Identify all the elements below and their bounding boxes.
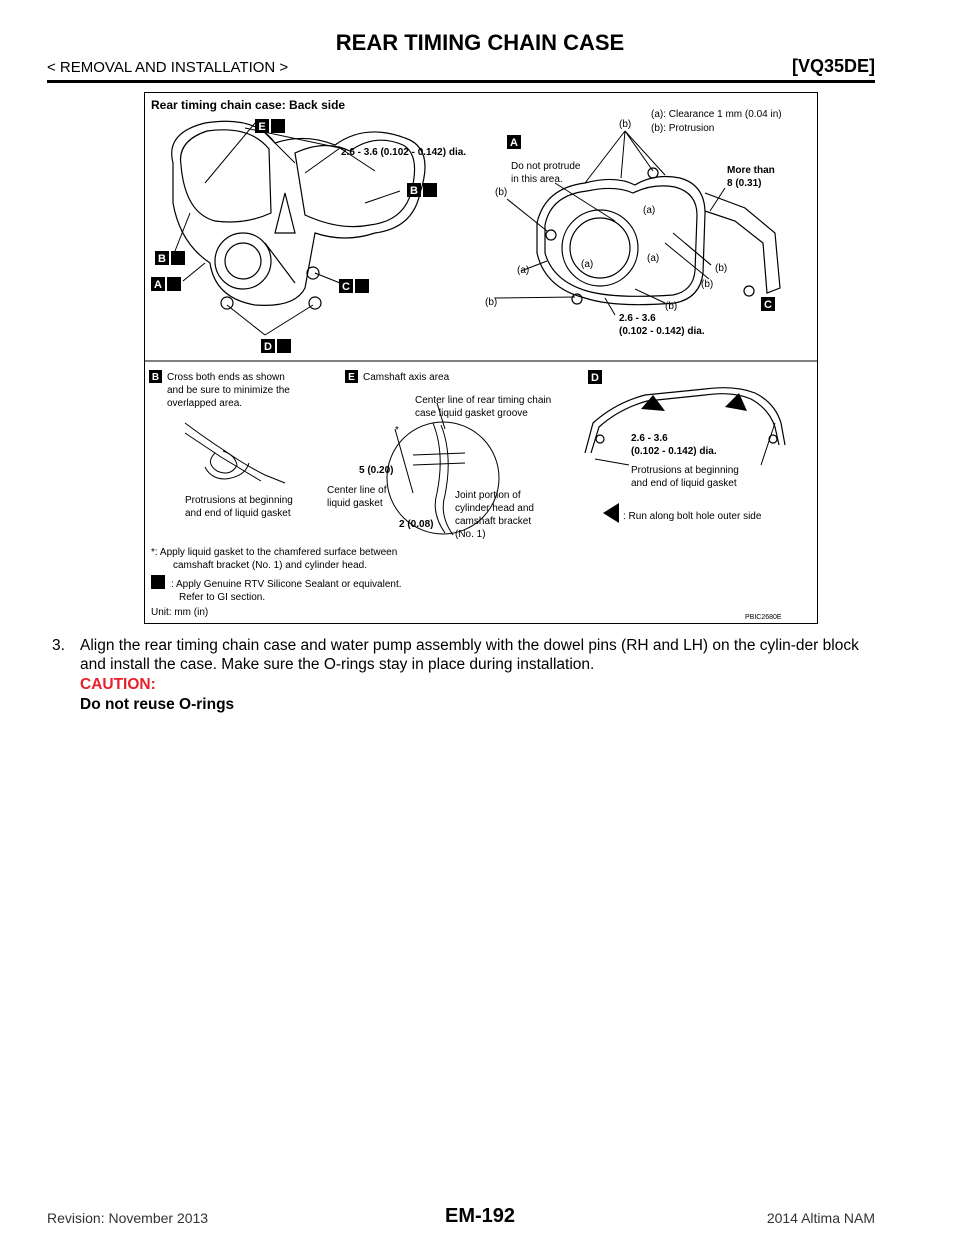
note-b-1: Cross both ends as shown (167, 372, 285, 383)
caution-text: Do not reuse O-rings (80, 696, 235, 713)
callout-d-left: D (261, 339, 291, 353)
svg-text:E: E (348, 372, 355, 383)
sealant-icon (271, 119, 285, 133)
center-gasket-1: Center line of (327, 485, 387, 496)
label-a-3: (a) (581, 259, 593, 270)
sealant-icon (277, 339, 291, 353)
arrow-icon (725, 393, 747, 411)
protrusions-left-2: and end of liquid gasket (185, 508, 291, 519)
step-text: Align the rear timing chain case and wat… (80, 637, 859, 673)
joint-3: camshaft bracket (455, 516, 531, 527)
label-b-right-2: (b) (701, 279, 713, 290)
svg-text:D: D (264, 341, 272, 353)
sealant-icon (151, 575, 165, 589)
dia-c-1: 2.6 - 3.6 (619, 313, 656, 324)
svg-text:C: C (764, 299, 772, 311)
dia-d-1: 2.6 - 3.6 (631, 433, 668, 444)
sealant-icon (171, 251, 185, 265)
dim-5: 5 (0.20) (359, 465, 393, 476)
dia-main-label: 2.6 - 3.6 (0.102 - 0.142) dia. (341, 147, 466, 158)
run-along-note: : Run along bolt hole outer side (623, 511, 762, 522)
engine-code: [VQ35DE] (791, 56, 875, 76)
joint-4: (No. 1) (455, 529, 486, 540)
leader-lines-detail (494, 130, 726, 316)
label-b-left: (b) (495, 187, 507, 198)
legend-b: (b): Protrusion (651, 123, 714, 134)
callout-a-detail: A (507, 135, 521, 149)
protrusions-d-2: and end of liquid gasket (631, 478, 737, 489)
protrusions-left-1: Protrusions at beginning (185, 495, 293, 506)
label-b-right-1: (b) (715, 263, 727, 274)
sealant-icon (167, 277, 181, 291)
header-rule (47, 80, 875, 83)
apply-rtv-1: : Apply Genuine RTV Silicone Sealant or … (171, 579, 402, 590)
joint-1: Joint portion of (455, 490, 521, 501)
svg-text:B: B (158, 253, 166, 265)
caution-label: CAUTION: (80, 676, 156, 693)
callout-d-note: D (588, 370, 602, 384)
note-e: Camshaft axis area (363, 372, 450, 383)
arrow-icon (603, 503, 619, 523)
legend-a: (a): Clearance 1 mm (0.04 in) (651, 109, 782, 120)
svg-text:D: D (591, 372, 599, 384)
dia-c-2: (0.102 - 0.142) dia. (619, 326, 705, 337)
callout-a-left: A (151, 277, 181, 291)
dia-d-2: (0.102 - 0.142) dia. (631, 446, 717, 457)
step-3: 3. Align the rear timing chain case and … (52, 636, 880, 674)
figure-code: PBIC2680E (745, 614, 782, 621)
step-number: 3. (52, 637, 65, 654)
unit-label: Unit: mm (in) (151, 607, 208, 618)
apply-star-2: camshaft bracket (No. 1) and cylinder he… (173, 560, 367, 571)
vehicle-model: 2014 Altima NAM (766, 1210, 875, 1226)
center-gasket-2: liquid gasket (327, 498, 383, 509)
do-not-protrude-1: Do not protrude (511, 161, 581, 172)
callout-e-top: E (255, 119, 285, 133)
joint-2: cylinder head and (455, 503, 534, 514)
protrusions-d-1: Protrusions at beginning (631, 465, 739, 476)
callout-c-detail: C (761, 297, 775, 311)
callout-e-note: E (345, 370, 358, 383)
label-a-4: (a) (517, 265, 529, 276)
svg-text:A: A (510, 137, 518, 149)
figure-heading: Rear timing chain case: Back side (151, 98, 345, 112)
do-not-protrude-2: in this area. (511, 174, 563, 185)
svg-text:E: E (258, 121, 265, 133)
label-b-top: (b) (619, 119, 631, 130)
svg-text:B: B (410, 185, 418, 197)
label-a-1: (a) (643, 205, 655, 216)
note-b-2: and be sure to minimize the (167, 385, 290, 396)
svg-text:A: A (154, 279, 162, 291)
center-groove-2: case liquid gasket groove (415, 408, 528, 419)
label-b-lower-left: (b) (485, 297, 497, 308)
gasket-overlap-drawing (184, 422, 286, 484)
revision-date: Revision: November 2013 (47, 1210, 209, 1226)
arrow-icon (641, 395, 665, 411)
camshaft-detail-drawing (386, 402, 500, 536)
d-gasket-drawing (584, 387, 786, 454)
page-title: REAR TIMING CHAIN CASE (335, 30, 625, 55)
label-a-2: (a) (647, 253, 659, 264)
dim-2: 2 (0.08) (399, 519, 433, 530)
case-detail-drawing (536, 167, 781, 306)
callout-b-right: B (407, 183, 437, 197)
callout-b-left: B (155, 251, 185, 265)
callout-b-note: B (149, 370, 162, 383)
svg-text:C: C (342, 281, 350, 293)
apply-rtv-2: Refer to GI section. (179, 592, 265, 603)
callout-c-left: C (339, 279, 369, 293)
svg-text:B: B (152, 372, 159, 383)
rear-timing-chain-case-figure: Rear timing chain case: Back side (144, 92, 818, 624)
sealant-icon (423, 183, 437, 197)
note-b-3: overlapped area. (167, 398, 242, 409)
more-than-2: 8 (0.31) (727, 178, 761, 189)
star-mark: * (395, 425, 399, 436)
page-number: EM-192 (444, 1205, 516, 1227)
leader-lines-d (594, 422, 776, 466)
more-than-1: More than (727, 165, 775, 176)
breadcrumb: < REMOVAL AND INSTALLATION > (47, 59, 289, 76)
label-b-lower: (b) (665, 301, 677, 312)
center-groove-1: Center line of rear timing chain (415, 395, 551, 406)
apply-star-1: *: Apply liquid gasket to the chamfered … (151, 547, 397, 558)
sealant-icon (355, 279, 369, 293)
